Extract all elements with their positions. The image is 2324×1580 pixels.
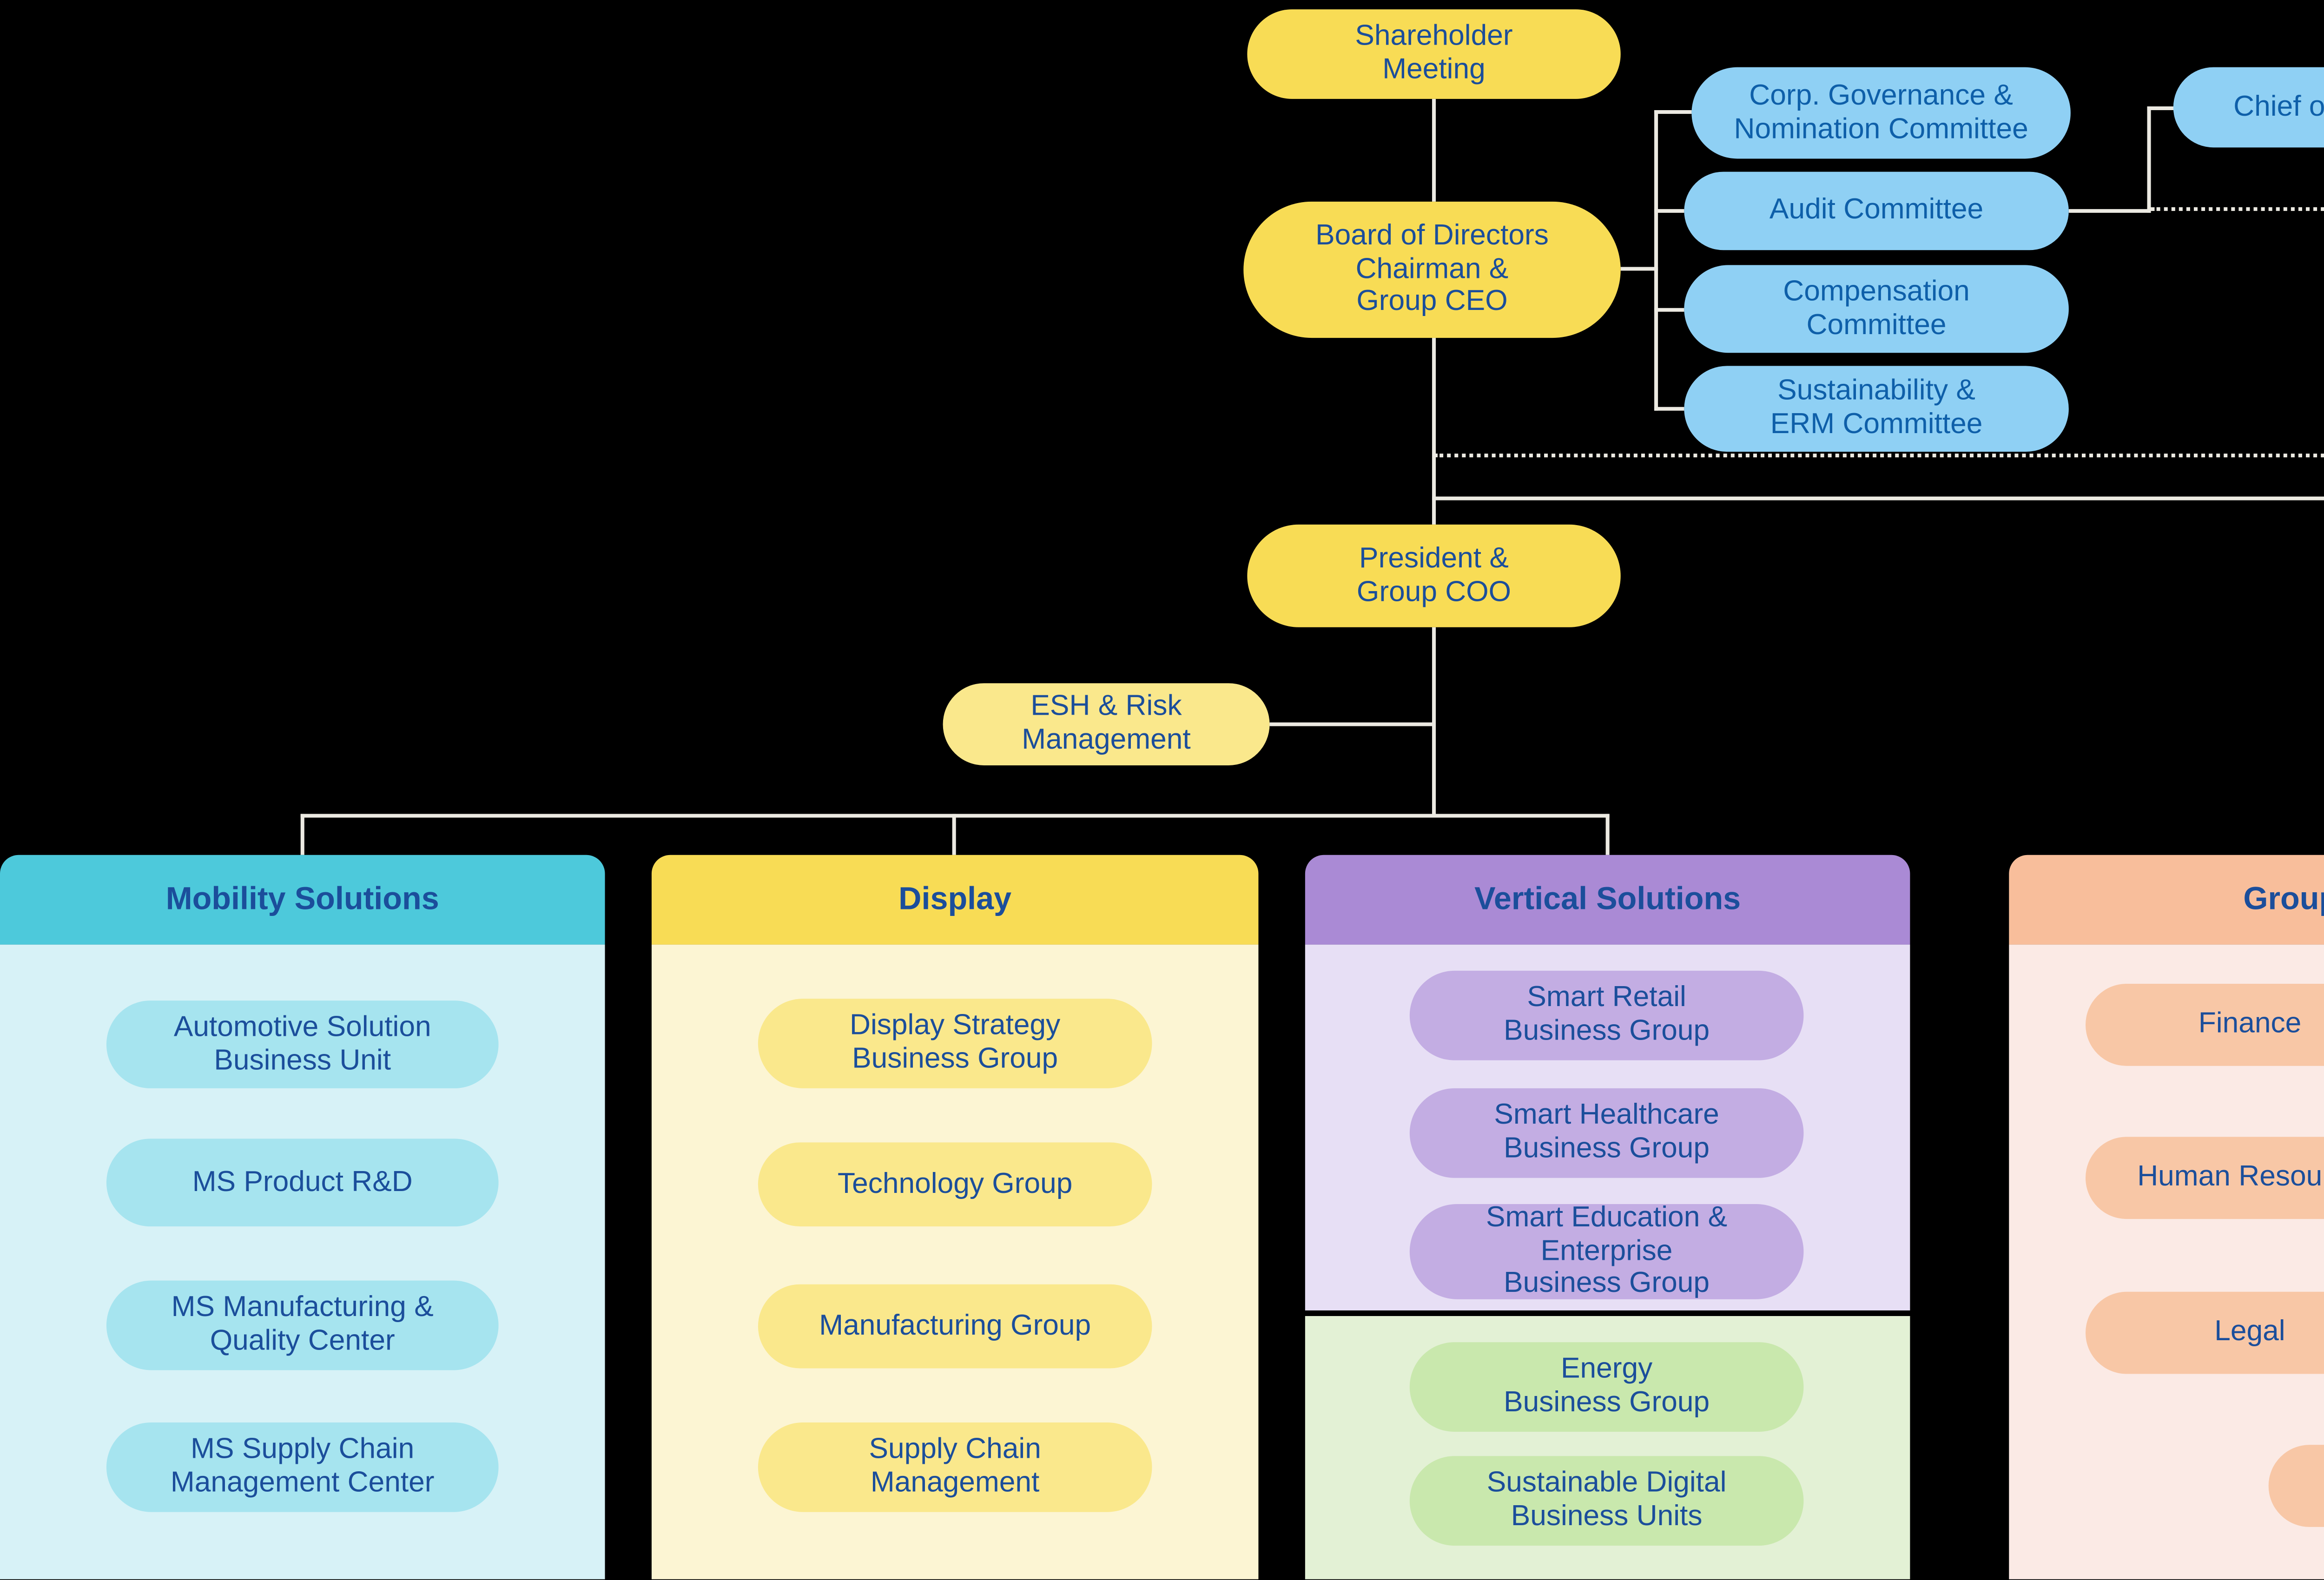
connector-dotted-chief-trunk [1434,454,2324,458]
node-sustainable-digital: Sustainable Digital Business Units [1409,1456,1804,1546]
node-committee-sustainability-erm: Sustainability & ERM Committee [1684,366,2069,452]
node-manufacturing-group: Manufacturing Group [758,1284,1152,1369]
node-ms-supply-chain: MS Supply Chain Management Center [106,1422,499,1512]
node-president-coo: President & Group COO [1247,524,1621,627]
node-board-of-directors: Board of Directors Chairman & Group CEO [1243,201,1621,338]
node-finance: Finance [2085,983,2324,1066]
connector-committee-bracket [1654,110,1658,411]
connector-stub-corp-governance [1654,110,1692,114]
unit-mobility-header: Mobility Solutions [0,855,605,945]
connector-riser-chief [2147,106,2177,111]
node-display-strategy: Display Strategy Business Group [758,999,1152,1088]
connector-president-units [1432,627,1436,816]
connector-stub-display [952,814,956,855]
node-smart-healthcare: Smart Healthcare Business Group [1409,1088,1804,1178]
node-legal: Legal [2085,1291,2324,1374]
node-smart-education-enterprise: Smart Education & Enterprise Business Gr… [1409,1201,1804,1300]
node-ms-product-rd: MS Product R&D [106,1139,499,1227]
connector-shareholder-board [1432,99,1436,202]
connector-board-president [1432,338,1436,525]
connector-trunk-giu-h [1432,496,2324,500]
node-committee-audit: Audit Committee [1684,171,2069,250]
node-ms-manufacturing-quality: MS Manufacturing & Quality Center [106,1280,499,1370]
connector-stub-mobility [300,814,304,855]
connector-stub-sustainability [1654,407,1684,411]
unit-vertical-header: Vertical Solutions [1305,855,1910,945]
connector-audit-riser-h [2068,209,2151,213]
node-committee-compensation: Compensation Committee [1684,265,2069,353]
node-energy-business-group: Energy Business Group [1409,1342,1804,1432]
node-technology-group: Technology Group [758,1142,1152,1227]
node-human-resource: Human Resource [2085,1137,2324,1219]
connector-stub-audit [1654,209,1684,213]
connector-stub-vertical [1605,814,1610,855]
connector-esh-trunk [1269,722,1434,726]
node-chief-of-compliance: Chief of Compliance [2173,67,2324,148]
node-smart-retail: Smart Retail Business Group [1409,970,1804,1060]
connector-board-bracket [1620,267,1658,271]
node-supply-chain-management: Supply Chain Management [758,1422,1152,1512]
connector-dotted-audit-right [2151,207,2324,211]
node-automotive-solution: Automotive Solution Business Unit [106,1001,499,1088]
node-committee-corp-governance: Corp. Governance & Nomination Committee [1691,67,2071,159]
connector-stub-compensation [1654,308,1684,312]
unit-giu-header: Group Infrastructure Unit [2009,855,2324,945]
node-esh-risk-management: ESH & Risk Management [943,683,1270,765]
unit-display-header: Display [651,855,1259,945]
node-shareholder-meeting: Shareholder Meeting [1247,9,1621,99]
connector-audit-riser-v [2147,106,2151,213]
